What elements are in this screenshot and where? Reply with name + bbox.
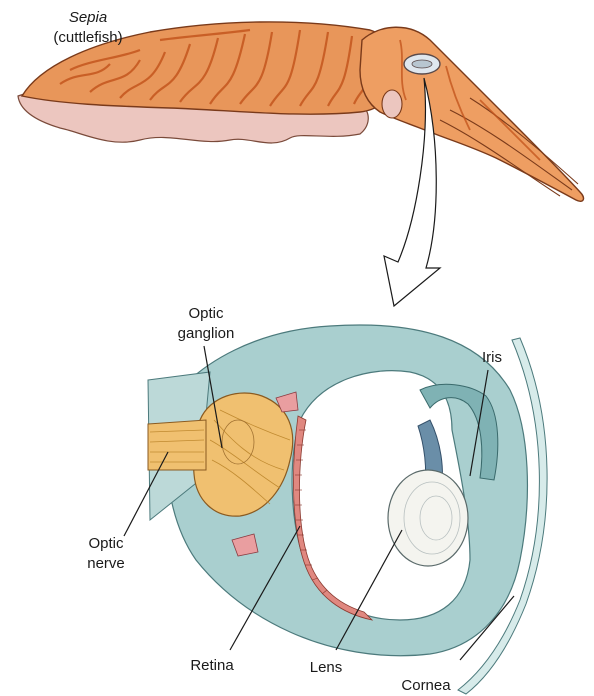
lens-label: Lens	[310, 659, 343, 676]
cornea-label: Cornea	[401, 677, 451, 694]
optic-nerve	[148, 420, 206, 470]
eye-cross-section	[148, 325, 547, 694]
genus-label: Sepia	[69, 9, 107, 26]
optic-nerve-label-line1: Optic	[88, 535, 124, 552]
cuttlefish-siphon	[382, 90, 402, 118]
optic-ganglion-label-line1: Optic	[188, 305, 224, 322]
optic-nerve-label-line2: nerve	[87, 555, 125, 572]
iris-label: Iris	[482, 349, 502, 366]
optic-ganglion-label-line2: ganglion	[178, 325, 235, 342]
common-name-label: (cuttlefish)	[53, 29, 122, 46]
lens	[388, 470, 468, 566]
cuttlefish-illustration	[18, 22, 583, 201]
cuttlefish-pupil	[412, 60, 432, 68]
retina-label: Retina	[190, 657, 234, 674]
